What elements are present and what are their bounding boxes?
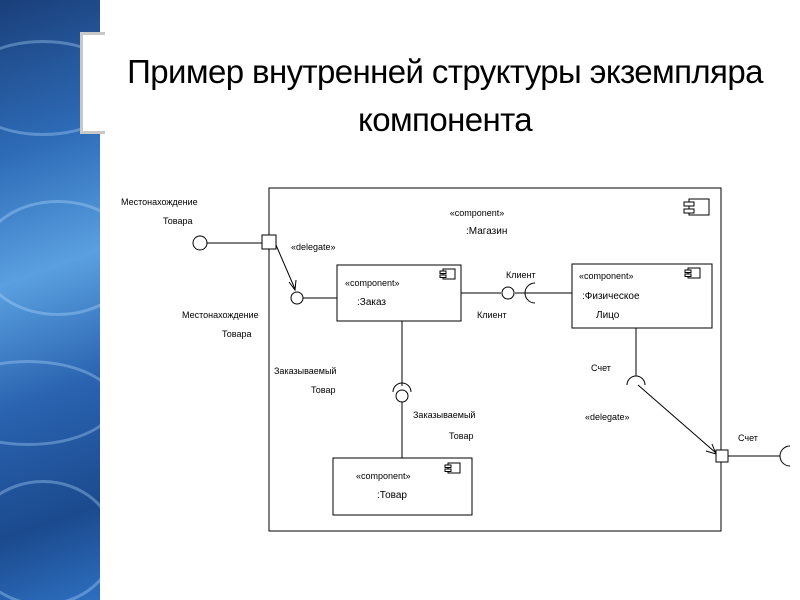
location-outer-label-2: Товара bbox=[163, 216, 193, 226]
outer-name: :Магазин bbox=[466, 226, 507, 237]
person-name-line-1: :Физическое bbox=[582, 291, 640, 302]
order-component-box bbox=[336, 264, 462, 322]
provided-interface-location-inner bbox=[290, 291, 304, 305]
invoice-external-socket bbox=[779, 445, 791, 467]
ordered-right-label-2: Товар bbox=[449, 431, 474, 441]
delegate-top-label: «delegate» bbox=[291, 242, 336, 252]
product-name: :Товар bbox=[377, 490, 407, 501]
invoice-inner-label: Счет bbox=[591, 363, 611, 373]
title-bracket bbox=[80, 32, 105, 134]
swirl-decoration bbox=[0, 360, 100, 446]
invoice-outer-label: Счет bbox=[738, 433, 758, 443]
order-stereotype: «component» bbox=[345, 278, 400, 288]
delegate-bottom-label: «delegate» bbox=[585, 412, 630, 422]
title-line-1: Пример внутренней структуры экземпляра bbox=[127, 53, 763, 90]
port-left bbox=[261, 234, 277, 250]
order-name: :Заказ bbox=[357, 297, 386, 308]
outer-stereotype: «component» bbox=[450, 208, 505, 218]
component-icon bbox=[683, 198, 710, 216]
client-top-label: Клиент bbox=[506, 270, 536, 280]
invoice-socket bbox=[626, 375, 646, 386]
component-icon bbox=[439, 268, 456, 280]
location-outer-label-1: Местонахождение bbox=[121, 197, 198, 207]
location-inner-label-1: Местонахождение bbox=[182, 310, 259, 320]
swirl-decoration bbox=[0, 200, 100, 316]
component-icon bbox=[444, 462, 461, 474]
client-provided-interface bbox=[501, 286, 515, 300]
product-stereotype: «component» bbox=[356, 471, 411, 481]
title-line-2: компонента bbox=[358, 101, 533, 138]
location-inner-label-2: Товара bbox=[222, 329, 252, 339]
swirl-decoration bbox=[0, 480, 100, 600]
client-bottom-label: Клиент bbox=[477, 310, 507, 320]
ordered-provided-interface bbox=[395, 389, 409, 403]
person-stereotype: «component» bbox=[579, 271, 634, 281]
provided-interface-location bbox=[192, 235, 208, 251]
ordered-right-label-1: Заказываемый bbox=[413, 410, 475, 420]
ordered-socket bbox=[392, 382, 412, 393]
arrow-head-icon bbox=[288, 279, 297, 292]
ordered-left-label-2: Товар bbox=[311, 385, 336, 395]
component-icon bbox=[684, 267, 701, 279]
delegate-connector-bottom bbox=[637, 384, 717, 454]
slide-title: Пример внутренней структуры экземпляра к… bbox=[100, 48, 790, 144]
ordered-left-label-1: Заказываемый bbox=[274, 366, 336, 376]
person-name-line-2: Лицо bbox=[596, 310, 620, 321]
swirl-decoration bbox=[0, 40, 100, 136]
port-right bbox=[715, 449, 729, 463]
delegate-connector-top bbox=[275, 244, 296, 290]
